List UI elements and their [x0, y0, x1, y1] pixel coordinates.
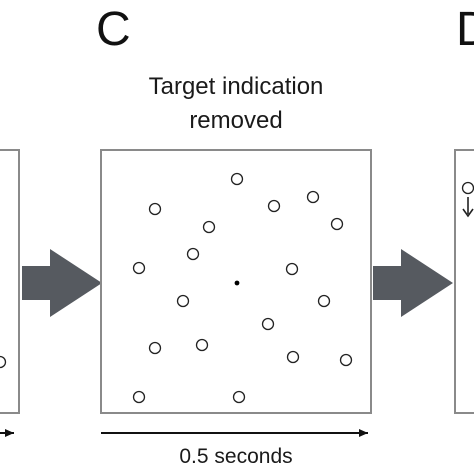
stimulus-circle	[330, 217, 344, 231]
stimulus-circle	[230, 172, 244, 186]
stimulus-circle	[132, 261, 146, 275]
panel-c-frame	[100, 149, 372, 414]
stimulus-circle	[317, 294, 331, 308]
panel-c-caption-line1: Target indication	[148, 73, 324, 100]
panel-letter-c: C	[96, 3, 131, 56]
transition-arrow-c-to-d	[373, 249, 453, 317]
stimulus-circle	[176, 294, 190, 308]
stimulus-circle	[339, 353, 353, 367]
stimulus-circle	[132, 390, 146, 404]
fixation-dot	[234, 280, 240, 286]
stimulus-circle	[232, 390, 246, 404]
panel-d-frame	[454, 149, 474, 414]
panel-c	[100, 149, 372, 437]
stimulus-circle	[202, 220, 216, 234]
stimulus-circle	[306, 190, 320, 204]
stimulus-circle	[186, 247, 200, 261]
panel-d-target-circle	[461, 181, 474, 195]
panel-b-stimulus-circle	[0, 355, 7, 369]
panel-b-partial	[0, 149, 20, 437]
panel-b-frame	[0, 149, 20, 414]
stimulus-circle	[261, 317, 275, 331]
panel-c-caption-line2: removed	[189, 107, 283, 134]
stimulus-circle	[195, 338, 209, 352]
down-arrow-icon	[462, 197, 474, 218]
panel-c-stimulus-field	[132, 172, 353, 404]
stimulus-circle	[148, 341, 162, 355]
panel-d-partial	[454, 149, 474, 414]
stimulus-circle	[148, 202, 162, 216]
transition-arrow-b-to-c	[22, 249, 102, 317]
stimulus-circle	[285, 262, 299, 276]
panel-letter-d: D	[456, 3, 474, 56]
panel-c-duration-label: 0.5 seconds	[179, 445, 293, 468]
stimulus-circle	[267, 199, 281, 213]
stimulus-circle	[286, 350, 300, 364]
